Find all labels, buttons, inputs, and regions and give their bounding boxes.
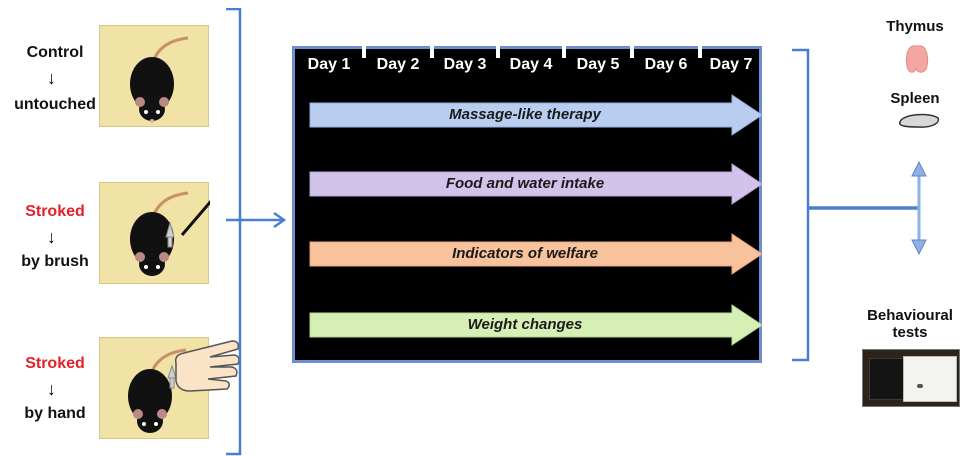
day-label: Day 7 bbox=[709, 56, 753, 73]
left-bracket bbox=[226, 8, 242, 456]
treatment-label: Massage-like therapy bbox=[449, 106, 601, 123]
test-arena-wall bbox=[903, 356, 957, 402]
behavioural-tests-label: Behavioural tests bbox=[867, 307, 953, 341]
group-top-label: Stroked bbox=[25, 203, 85, 220]
down-arrow-icon: ↓ bbox=[47, 379, 56, 399]
up-down-arrow-icon bbox=[911, 160, 927, 256]
mouse-image-control bbox=[99, 25, 209, 127]
group-bottom-label: by brush bbox=[21, 253, 89, 270]
day-label: Day 1 bbox=[307, 56, 351, 73]
treatment-label: Indicators of welfare bbox=[452, 245, 598, 262]
thymus-label: Thymus bbox=[886, 18, 944, 35]
right-bracket bbox=[792, 48, 918, 362]
day-tick bbox=[362, 44, 366, 58]
treatment-label: Weight changes bbox=[467, 316, 583, 333]
hand-icon bbox=[170, 333, 242, 400]
right-arrow-icon bbox=[226, 211, 287, 229]
day-label: Day 4 bbox=[509, 56, 553, 73]
thymus-icon bbox=[905, 45, 929, 73]
down-arrow-icon: ↓ bbox=[47, 227, 56, 247]
food-water-arrow bbox=[309, 163, 763, 205]
mouse-image-brush bbox=[99, 182, 210, 284]
day-tick bbox=[430, 44, 434, 58]
spleen-label: Spleen bbox=[890, 90, 940, 107]
day-label: Day 2 bbox=[376, 56, 420, 73]
day-label: Day 5 bbox=[576, 56, 620, 73]
timeline-panel bbox=[292, 46, 762, 363]
behavioural-test-photo bbox=[862, 349, 960, 407]
day-tick bbox=[698, 44, 702, 58]
down-arrow-icon: ↓ bbox=[47, 68, 56, 88]
treatment-label: Food and water intake bbox=[445, 175, 605, 192]
massage-arrow bbox=[309, 94, 763, 136]
weight-arrow bbox=[309, 304, 763, 346]
mouse-image-hand bbox=[99, 337, 209, 439]
day-tick bbox=[630, 44, 634, 58]
day-label: Day 6 bbox=[644, 56, 688, 73]
group-top-label: Control bbox=[26, 44, 84, 61]
test-mouse-dot bbox=[917, 384, 923, 388]
spleen-icon bbox=[898, 113, 940, 128]
day-tick bbox=[496, 44, 500, 58]
day-label: Day 3 bbox=[443, 56, 487, 73]
group-top-label: Stroked bbox=[25, 355, 85, 372]
group-bottom-label: by hand bbox=[24, 405, 86, 422]
welfare-arrow bbox=[309, 233, 763, 275]
day-tick bbox=[562, 44, 566, 58]
group-bottom-label: untouched bbox=[14, 96, 96, 113]
